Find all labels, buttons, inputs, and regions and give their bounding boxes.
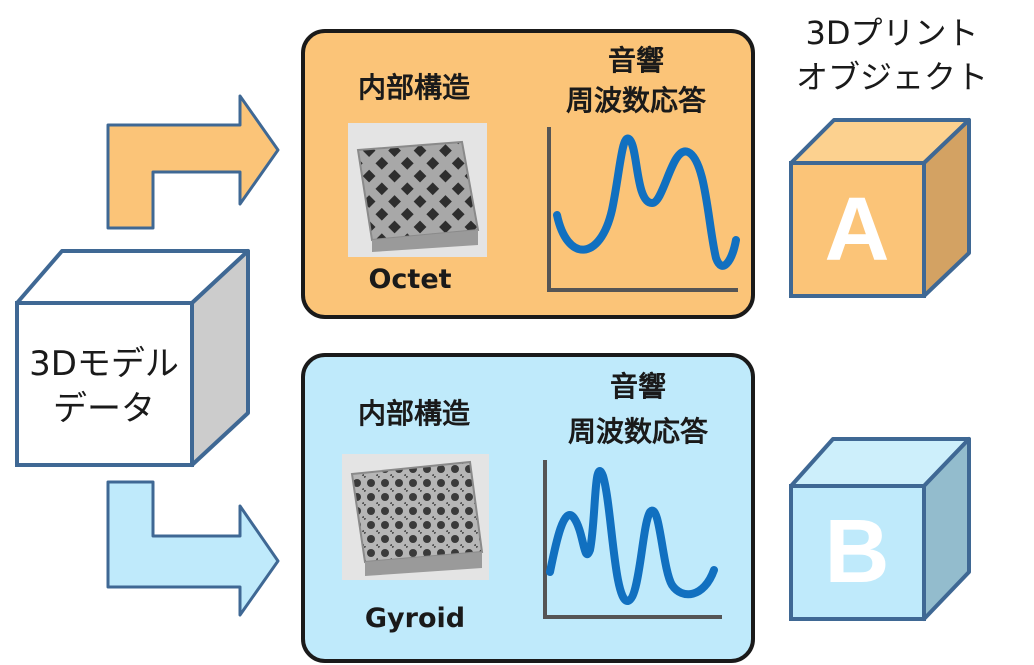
panel-a-response-heading-1: 音響 — [608, 44, 664, 77]
panel-b-response-axes — [543, 460, 722, 619]
panel-b-sample-name: Gyroid — [365, 603, 465, 634]
panel-a-structure-heading: 内部構造 — [358, 71, 470, 104]
arrow-to-panel-b — [106, 480, 280, 617]
panel-a-response-curve — [553, 134, 740, 270]
panel-b-structure-heading: 内部構造 — [358, 397, 470, 430]
panel-a-response-axes — [547, 127, 738, 292]
output-label-line1: 3Dプリント — [805, 14, 978, 52]
cube-a-letter: A — [825, 180, 890, 280]
model-label-line2: データ — [53, 389, 155, 429]
gyroid-sample-photo — [342, 454, 489, 580]
arrow-to-panel-a — [106, 94, 280, 230]
cube-b-letter: B — [825, 502, 890, 602]
cube-b-front — [789, 484, 926, 621]
cube-a-front — [789, 161, 926, 298]
panel-b-box — [301, 353, 755, 663]
model-cube-front — [15, 301, 194, 467]
panel-b-response-heading-1: 音響 — [610, 370, 666, 403]
panel-b-response-curve — [546, 467, 718, 605]
printed-object-cube-b: B — [789, 437, 971, 621]
panel-a: 内部構造 Octet 音響 周波数応答 — [301, 29, 755, 319]
panel-a-sample-name: Octet — [368, 264, 451, 295]
output-label-line2: オブジェクト — [796, 58, 988, 96]
panel-b: 内部構造 Gyroid 音響 周波数応答 — [301, 353, 755, 663]
model-data-cube: 3Dモデル データ — [15, 249, 250, 467]
octet-sample-photo — [348, 123, 487, 257]
model-label-line1: 3Dモデル — [29, 344, 179, 384]
printed-object-cube-a: A — [789, 118, 971, 298]
panel-b-response-heading-2: 周波数応答 — [568, 415, 709, 448]
panel-a-response-heading-2: 周波数応答 — [566, 84, 707, 117]
